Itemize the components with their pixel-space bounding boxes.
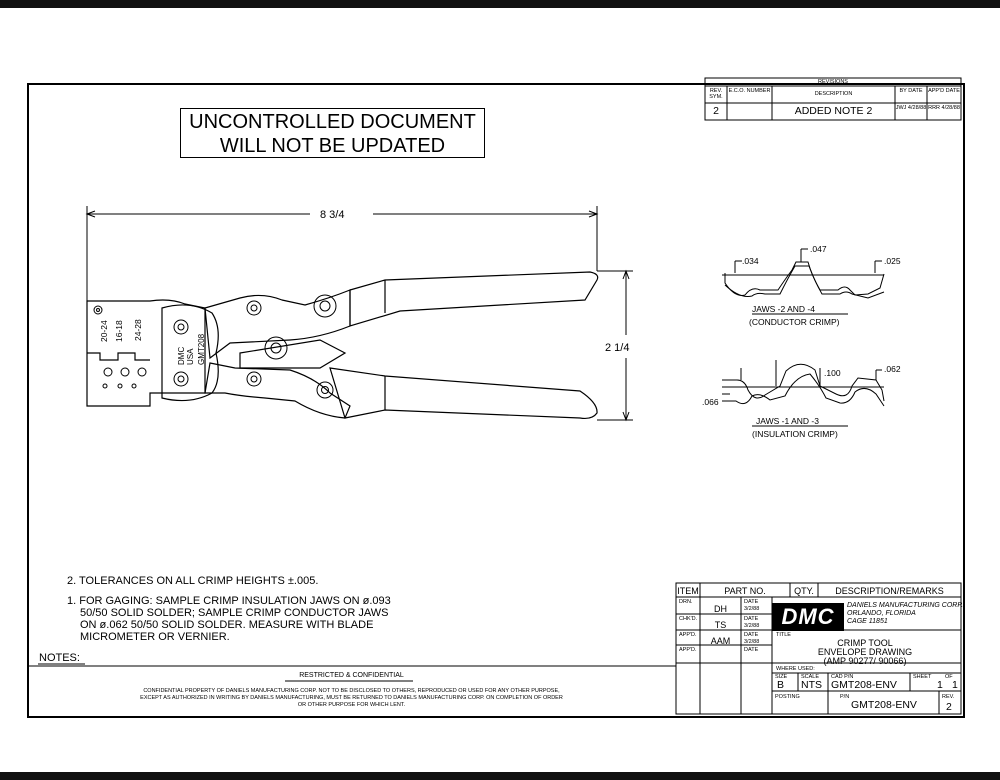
confidential-line-2: EXCEPT AS AUTHORIZED IN WRITING BY DANIE… bbox=[140, 695, 563, 701]
approved-by: AAM bbox=[710, 636, 731, 646]
company-location: ORLANDO, FLORIDA bbox=[847, 610, 916, 617]
pn-label: P/N bbox=[840, 694, 850, 700]
title-label: TITLE bbox=[776, 632, 791, 638]
restricted-confidential-title: RESTRICTED & CONFIDENTIAL bbox=[299, 672, 404, 679]
conductor-dim-025: .025 bbox=[884, 256, 901, 266]
crimp-tool-outline bbox=[86, 271, 599, 420]
conductor-jaw-profile bbox=[722, 248, 885, 315]
note-2: 2. TOLERANCES ON ALL CRIMP HEIGHTS ±.005… bbox=[67, 575, 319, 587]
where-used-label: WHERE USED: bbox=[776, 666, 815, 672]
length-dimension-lines bbox=[85, 206, 599, 301]
drawn-by: DH bbox=[714, 604, 727, 614]
sheet-value: 1 bbox=[937, 679, 943, 691]
length-dimension: 8 3/4 bbox=[320, 209, 344, 221]
date-label-4: DATE bbox=[744, 647, 759, 653]
drawing-border bbox=[27, 83, 965, 718]
qty-header: QTY. bbox=[794, 586, 814, 596]
description-remarks-header: DESCRIPTION/REMARKS bbox=[835, 586, 944, 596]
checked-date: 3/2/88 bbox=[744, 623, 760, 629]
company-name: DANIELS MANUFACTURING CORP. bbox=[847, 602, 964, 609]
insulation-dim-100: .100 bbox=[824, 368, 841, 378]
conductor-dim-047: .047 bbox=[810, 244, 827, 254]
sheet-of-value: 1 bbox=[952, 679, 958, 691]
checked-by: TS bbox=[714, 620, 727, 630]
approved-date-label: DATE bbox=[744, 632, 759, 638]
rev-value-title-block: 2 bbox=[946, 701, 952, 713]
checked-date-label: DATE bbox=[744, 616, 759, 622]
scale-value: NTS bbox=[801, 679, 822, 691]
revisions-title: REVISIONS bbox=[818, 79, 848, 85]
revision-appd-date: RRR 4/28/88 bbox=[928, 105, 960, 111]
drawing-title-1: CRIMP TOOL bbox=[837, 638, 893, 648]
gauge-label-24-28: 24-28 bbox=[133, 319, 143, 341]
insulation-dim-062: .062 bbox=[884, 364, 901, 374]
revision-description: ADDED NOTE 2 bbox=[794, 105, 873, 117]
sheet-label: SHEET bbox=[913, 674, 932, 680]
cad-pn-label: CAD P/N bbox=[831, 674, 854, 680]
tool-screws bbox=[93, 294, 337, 399]
revision-by-date: JWJ 4/28/88 bbox=[895, 105, 927, 111]
dmc-logo: DMC bbox=[772, 603, 844, 631]
part-no-header: PART NO. bbox=[724, 586, 766, 596]
insulation-jaw-label: JAWS -1 AND -3 bbox=[756, 416, 819, 426]
scale-label: SCALE bbox=[801, 674, 820, 680]
tool-mark-dmc: DMC bbox=[177, 347, 186, 365]
technical-drawing: 8 3/4 2 1/4 20-24 16-18 24-28 DMC USA GM… bbox=[27, 77, 962, 715]
note-1-line-2: 50/50 SOLID SOLDER; SAMPLE CRIMP CONDUCT… bbox=[80, 607, 389, 619]
banner-line-2: WILL NOT BE UPDATED bbox=[219, 135, 446, 157]
drawing-title-3: (AMP 90277/ 90066) bbox=[823, 656, 907, 666]
cad-pn-value: GMT208-ENV bbox=[831, 679, 897, 691]
confidential-line-1: CONFIDENTIAL PROPERTY OF DANIELS MANUFAC… bbox=[143, 688, 560, 694]
gauge-label-16-18: 16-18 bbox=[114, 320, 124, 342]
description-header: DESCRIPTION bbox=[814, 91, 853, 97]
approved-label-2: APP'D. bbox=[679, 647, 697, 653]
size-value: B bbox=[777, 679, 785, 691]
approved-date: 3/2/88 bbox=[744, 639, 760, 645]
drawing-title-2: ENVELOPE DRAWING bbox=[817, 647, 913, 657]
note-1-line-4: MICROMETER OR VERNIER. bbox=[80, 631, 230, 643]
note-1-line-1: 1. FOR GAGING: SAMPLE CRIMP INSULATION J… bbox=[67, 595, 391, 607]
drawn-label: DRN. bbox=[679, 599, 693, 605]
insulation-dim-066: .066 bbox=[702, 397, 719, 407]
banner-line-1: UNCONTROLLED DOCUMENT bbox=[189, 111, 476, 133]
confidential-line-3: OR OTHER PURPOSE FOR WHICH LENT. bbox=[297, 702, 406, 708]
notes-dividers bbox=[27, 663, 676, 682]
height-dimension-lines bbox=[597, 269, 633, 422]
item-header: ITEM bbox=[677, 586, 699, 596]
insulation-jaw-sublabel: (INSULATION CRIMP) bbox=[752, 429, 838, 439]
height-dimension: 2 1/4 bbox=[605, 342, 629, 354]
appd-date-header: APP'D DATE bbox=[928, 88, 960, 94]
by-date-header: BY DATE bbox=[899, 88, 923, 94]
notes-heading: NOTES: bbox=[39, 652, 80, 664]
note-1-line-3: ON ø.062 50/50 SOLID SOLDER. MEASURE WIT… bbox=[80, 619, 374, 631]
rev-value: 2 bbox=[713, 105, 719, 117]
conductor-jaw-label: JAWS -2 AND -4 bbox=[752, 304, 815, 314]
rev-sym-header: REV. SYM. bbox=[709, 88, 723, 100]
pn-value: GMT208-ENV bbox=[851, 699, 917, 711]
rev-label: REV. bbox=[942, 694, 955, 700]
drawing-sheet: 8 3/4 2 1/4 20-24 16-18 24-28 DMC USA GM… bbox=[0, 8, 1000, 772]
company-cage: CAGE 11851 bbox=[847, 618, 888, 625]
insulation-jaw-profile bbox=[722, 360, 885, 427]
conductor-dim-034: .034 bbox=[742, 256, 759, 266]
approved-label: APP'D. bbox=[679, 632, 697, 638]
checked-label: CHK'D. bbox=[679, 616, 698, 622]
of-label: OF bbox=[945, 674, 953, 680]
drawn-date: 3/2/88 bbox=[744, 606, 760, 612]
conductor-jaw-sublabel: (CONDUCTOR CRIMP) bbox=[749, 317, 840, 327]
gauge-label-20-24: 20-24 bbox=[99, 320, 109, 342]
uncontrolled-document-banner: UNCONTROLLED DOCUMENT WILL NOT BE UPDATE… bbox=[180, 108, 485, 158]
tool-mark-model: GMT208 bbox=[197, 333, 206, 365]
size-label: SIZE bbox=[775, 674, 788, 680]
posting-label: POSTING bbox=[775, 694, 800, 700]
revision-table-lines bbox=[704, 77, 962, 121]
eco-number-header: E.C.O. NUMBER bbox=[728, 88, 771, 94]
tool-mark-usa: USA bbox=[186, 348, 195, 365]
drawn-date-label: DATE bbox=[744, 599, 759, 605]
